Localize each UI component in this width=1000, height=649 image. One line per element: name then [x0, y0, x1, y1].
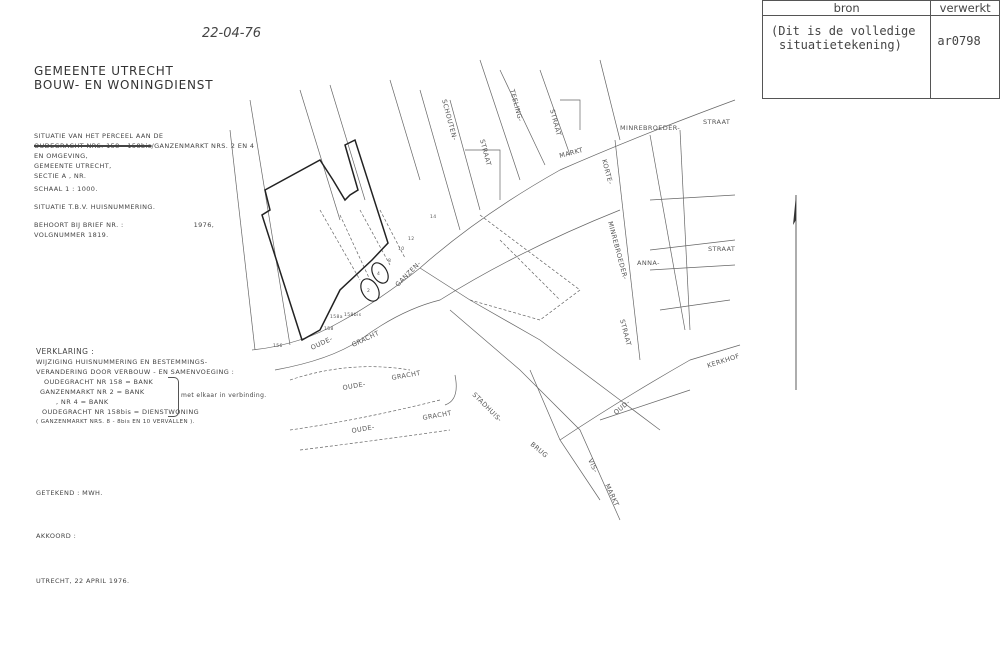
- street-label: ANNA-: [637, 259, 660, 267]
- street-label: OUDE-: [342, 380, 367, 392]
- brief-line: BEHOORT BIJ BRIEF NR. : 1976,: [34, 220, 254, 230]
- verwerkt-cell: ar0798: [930, 15, 1000, 99]
- verklaring-title: VERKLARING :: [36, 347, 95, 356]
- house-number: 158a: [330, 314, 343, 320]
- street-label: GANZEN-: [394, 259, 423, 288]
- perceel-outline: [261, 138, 389, 342]
- street-label: STRAAT: [478, 138, 493, 166]
- verklaring-items: OUDEGRACHT NR 158 = BANK GANZENMARKT NR …: [36, 377, 266, 417]
- street-label: GRACHT: [391, 369, 421, 382]
- info-line: /GANZENMARKT NRS. 2 EN 4: [151, 142, 255, 150]
- street-label: TEELING-: [508, 87, 525, 122]
- brief-label: BEHOORT BIJ BRIEF NR. :: [34, 221, 124, 229]
- info-line: SECTIE A , NR.: [34, 172, 87, 180]
- street-label: BRUG: [529, 440, 550, 459]
- street-labels: SCHOUTEN- TEELING- STRAAT STRAAT MINREBR…: [309, 87, 740, 507]
- street-label: MARKT: [603, 482, 621, 507]
- handwritten-date: 22-04-76: [202, 26, 262, 41]
- place-date-label: UTRECHT, 22 APRIL 1976.: [36, 577, 130, 585]
- street-label: KERKHOF: [706, 352, 741, 370]
- marked-number-2: [360, 278, 380, 302]
- bracket: [168, 377, 179, 417]
- street-label: STRAAT: [618, 318, 633, 346]
- info-line: EN OMGEVING,: [34, 152, 89, 160]
- street-label: GRACHT: [350, 329, 380, 349]
- bron-line-1: (Dit is de volledige: [771, 24, 916, 38]
- street-label: MINREBROEDER-: [606, 220, 629, 280]
- street-label: SCHOUTEN-: [440, 98, 459, 141]
- map-lines: [229, 59, 741, 521]
- document-header: GEMEENTE UTRECHT BOUW- EN WONINGDIENST: [34, 64, 213, 92]
- verklaring-item: GANZENMARKT NR 2 = BANK: [40, 388, 145, 396]
- street-label: MARKT: [558, 146, 584, 160]
- street-label: OUDE-: [351, 423, 376, 435]
- verklaring-item: OUDEGRACHT NR 158bis = DIENSTWONING: [42, 408, 200, 416]
- street-label: MINREBROEDER-: [620, 124, 680, 132]
- north-arrow-icon: [793, 195, 797, 390]
- purpose-label: SITUATIE T.B.V. HUISNUMMERING.: [34, 203, 156, 211]
- house-number: 158: [324, 326, 334, 332]
- bron-line-2: situatietekening): [779, 38, 902, 52]
- akkoord-label: AKKOORD :: [36, 532, 77, 540]
- house-number: 14: [430, 214, 437, 220]
- brief-year: 1976,: [193, 221, 215, 229]
- archive-stamp-table: bron verwerkt (Dit is de volledige situa…: [761, 0, 1000, 99]
- street-label: KORTE-: [600, 158, 614, 185]
- street-label: STRAAT: [703, 118, 730, 126]
- bracket-note: met elkaar in verbinding.: [181, 392, 267, 399]
- scale-label: SCHAAL 1 : 1000.: [34, 185, 98, 193]
- struck-address: OUDEGRACHT NRS. 158 - 158bis: [34, 142, 152, 150]
- street-label: STRAAT: [708, 245, 735, 253]
- house-number: 12: [408, 236, 415, 242]
- street-label: GRACHT: [422, 409, 452, 422]
- house-numbers: 156 158 158a 158bis 2 4 8 10 12 14: [273, 214, 437, 349]
- street-label: STRAAT: [548, 108, 563, 136]
- house-number: 8: [388, 258, 391, 264]
- house-number: 10: [398, 246, 405, 252]
- situation-info: SITUATIE VAN HET PERCEEL AAN DE OUDEGRAC…: [34, 131, 254, 240]
- house-number: 2: [367, 288, 370, 294]
- volgnummer-label: VOLGNUMMER 1819.: [34, 231, 109, 239]
- street-label: VIS-: [586, 457, 599, 474]
- verklaring-note: ( GANZENMARKT NRS. 8 - 8bis EN 10 VERVAL…: [36, 419, 195, 425]
- verklaring-line: WIJZIGING HUISNUMMERING EN BESTEMMINGS-: [36, 358, 208, 366]
- verklaring-line: VERANDERING DOOR VERBOUW - EN SAMENVOEGI…: [36, 368, 235, 376]
- verklaring-item: , NR 4 = BANK: [56, 398, 109, 406]
- getekend-label: GETEKEND : MWH.: [36, 489, 103, 497]
- info-line: SITUATIE VAN HET PERCEEL AAN DE: [34, 132, 164, 140]
- street-label: OUDE-: [309, 335, 334, 352]
- verklaring-block: VERKLARING : WIJZIGING HUISNUMMERING EN …: [36, 347, 266, 427]
- header-department: BOUW- EN WONINGDIENST: [34, 78, 214, 92]
- house-number: 156: [273, 343, 283, 349]
- house-number: 158bis: [344, 312, 362, 318]
- verklaring-item: OUDEGRACHT NR 158 = BANK: [44, 378, 154, 386]
- bron-cell: (Dit is de volledige situatietekening): [761, 15, 932, 99]
- info-line: GEMEENTE UTRECHT,: [34, 162, 112, 170]
- street-label: STADHUIS-: [471, 391, 504, 424]
- info-address-line: OUDEGRACHT NRS. 158 - 158bis/GANZENMARKT…: [34, 141, 254, 151]
- marked-number-4: [371, 262, 389, 284]
- street-label: OUD-: [612, 398, 632, 416]
- house-number: 4: [377, 271, 380, 277]
- header-municipality: GEMEENTE UTRECHT: [34, 64, 174, 78]
